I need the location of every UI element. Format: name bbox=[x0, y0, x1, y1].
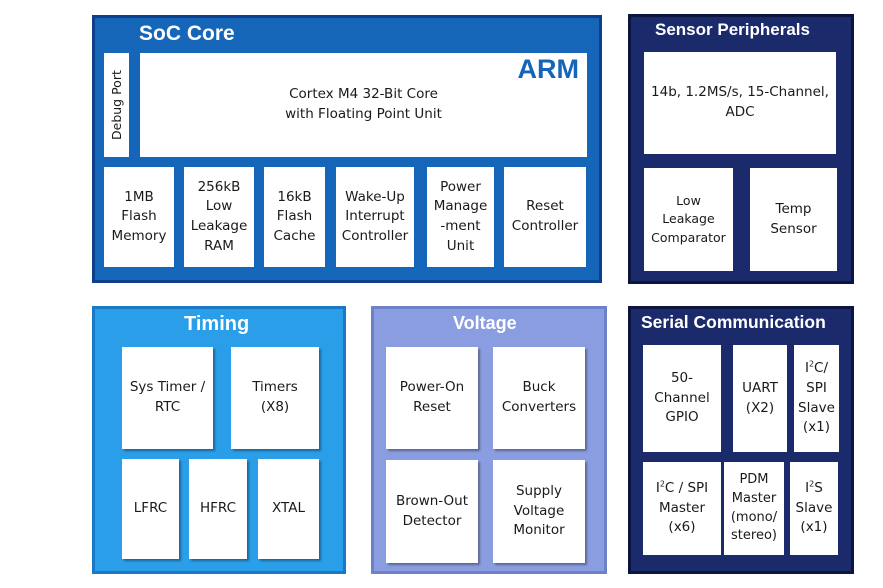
voltage-panel: Voltage Power-On Reset Buck Converters B… bbox=[371, 306, 607, 574]
timing-panel: Timing Sys Timer / RTC Timers (X8) LFRC … bbox=[92, 306, 346, 574]
flash-cache-block: 16kB Flash Cache bbox=[264, 167, 325, 267]
i2s-slave-block: I2S Slave (x1) bbox=[790, 462, 838, 555]
power-on-reset-block: Power-On Reset bbox=[386, 347, 478, 449]
sys-timer-rtc-block: Sys Timer / RTC bbox=[122, 347, 213, 449]
timing-title: Timing bbox=[184, 313, 250, 335]
voltage-title: Voltage bbox=[453, 313, 517, 333]
soc-core-panel: SoC Core Debug Port Cortex M4 32-Bit Cor… bbox=[92, 15, 602, 283]
low-leakage-ram-block: 256kB Low Leakage RAM bbox=[184, 167, 254, 267]
pdm-master-block: PDM Master (mono/ stereo) bbox=[724, 462, 784, 555]
soc-core-title: SoC Core bbox=[139, 22, 235, 45]
flash-memory-block: 1MB Flash Memory bbox=[104, 167, 174, 267]
supply-voltage-monitor-block: Supply Voltage Monitor bbox=[493, 460, 585, 563]
lfrc-block: LFRC bbox=[122, 459, 179, 559]
i2c-spi-slave-label: I2C/ SPI Slave (x1) bbox=[798, 359, 835, 436]
debug-port-label: Debug Port bbox=[108, 70, 124, 140]
gpio-block: 50- Channel GPIO bbox=[643, 345, 721, 452]
hfrc-block: HFRC bbox=[189, 459, 247, 559]
power-management-unit-block: Power Manage -ment Unit bbox=[427, 167, 494, 267]
uart-block: UART (X2) bbox=[733, 345, 787, 452]
sensor-peripherals-panel: Sensor Peripherals 14b, 1.2MS/s, 15-Chan… bbox=[628, 14, 854, 284]
xtal-block: XTAL bbox=[258, 459, 319, 559]
serial-communication-title: Serial Communication bbox=[641, 312, 826, 332]
i2c-spi-master-block: I2C / SPI Master (x6) bbox=[643, 462, 721, 555]
low-leakage-comparator-block: Low Leakage Comparator bbox=[644, 168, 733, 271]
buck-converters-block: Buck Converters bbox=[493, 347, 585, 449]
arm-logo: ARM bbox=[517, 54, 580, 84]
adc-block: 14b, 1.2MS/s, 15-Channel, ADC bbox=[644, 52, 836, 154]
wakeup-interrupt-controller-block: Wake-Up Interrupt Controller bbox=[336, 167, 414, 267]
sensor-peripherals-title: Sensor Peripherals bbox=[655, 20, 810, 39]
debug-port-block: Debug Port bbox=[104, 53, 129, 157]
cortex-m4-core-label: Cortex M4 32-Bit Core with Floating Poin… bbox=[285, 86, 442, 122]
brown-out-detector-block: Brown-Out Detector bbox=[386, 460, 478, 563]
i2c-spi-master-label: I2C / SPI Master (x6) bbox=[655, 479, 709, 536]
i2s-slave-label: I2S Slave (x1) bbox=[795, 479, 833, 536]
serial-communication-panel: Serial Communication 50- Channel GPIO UA… bbox=[628, 306, 854, 574]
cortex-m4-core-block: Cortex M4 32-Bit Core with Floating Poin… bbox=[140, 53, 587, 157]
i2c-spi-slave-block: I2C/ SPI Slave (x1) bbox=[794, 345, 839, 452]
reset-controller-block: Reset Controller bbox=[504, 167, 586, 267]
temp-sensor-block: Temp Sensor bbox=[750, 168, 837, 271]
timers-block: Timers (X8) bbox=[231, 347, 319, 449]
